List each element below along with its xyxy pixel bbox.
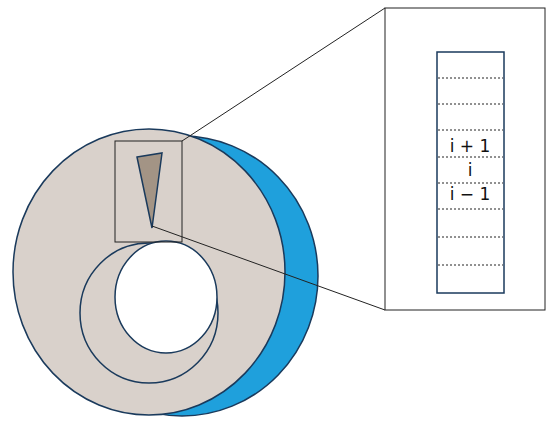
cell-label: i + 1 bbox=[447, 136, 494, 156]
slice-column bbox=[437, 52, 504, 293]
zoom-box bbox=[115, 141, 182, 242]
cell-divider bbox=[438, 209, 503, 210]
cell-dividers bbox=[438, 78, 503, 265]
cell-divider bbox=[438, 130, 503, 131]
ring-face bbox=[13, 129, 285, 415]
cell-label: i bbox=[465, 160, 476, 180]
cell-divider bbox=[438, 157, 503, 158]
zoom-line bbox=[182, 8, 385, 141]
cell-divider bbox=[438, 265, 503, 266]
zoom-line bbox=[152, 226, 385, 310]
cell-label: i − 1 bbox=[447, 184, 494, 204]
ring-hole bbox=[115, 241, 217, 353]
cell-divider bbox=[438, 104, 503, 105]
cell-divider bbox=[438, 78, 503, 79]
zoom-panel bbox=[385, 8, 545, 310]
slice-wedge bbox=[137, 153, 162, 228]
cell-divider bbox=[438, 237, 503, 238]
